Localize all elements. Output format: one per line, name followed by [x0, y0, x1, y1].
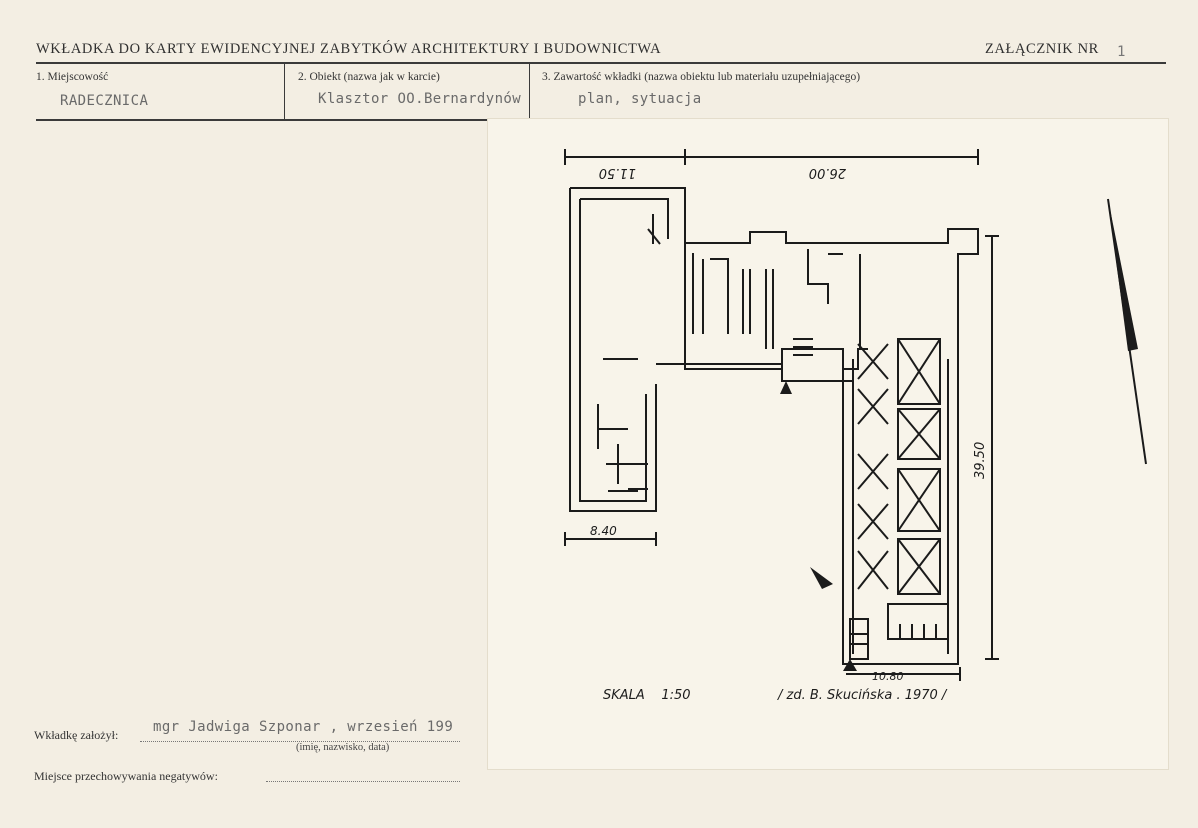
author-label: Wkładkę założył: [34, 728, 119, 742]
plan-scale: SKALA 1:50 [603, 688, 691, 703]
storage-label: Miejsce przechowywania negatywów: [34, 769, 218, 783]
field-divider [284, 64, 285, 119]
dim-bottom-left: 8.40 [590, 524, 617, 538]
contents-value: plan, sytuacja [578, 91, 702, 107]
field-divider [529, 64, 530, 119]
annex-label: ZAŁĄCZNIK NR [985, 41, 1099, 57]
card-title: WKŁADKA DO KARTY EWIDENCYJNEJ ZABYTKÓW A… [36, 41, 662, 57]
annex-number: 1 [1117, 44, 1126, 60]
author-dotted-line [140, 741, 460, 742]
dim-right: 39.50 [973, 442, 988, 479]
locality-value: RADECZNICA [60, 93, 149, 109]
dim-top-left: 11.50 [599, 165, 636, 180]
header-rule [36, 62, 1166, 64]
author-value: mgr Jadwiga Szponar , wrzesień 199 [153, 719, 454, 735]
dim-bottom-right: 10.80 [872, 670, 904, 683]
floor-plan-drawing: 11.50 26.00 39.50 8.40 10.80 SKALA 1:50 … [564, 149, 1147, 703]
object-label: 2. Obiekt (nazwa jak w karcie) [298, 71, 440, 83]
plan-author: / zd. B. Skucińska . 1970 / [777, 688, 948, 703]
fields-bottom-rule [36, 119, 488, 121]
floor-plan-sheet: 11.50 26.00 39.50 8.40 10.80 SKALA 1:50 … [488, 119, 1168, 769]
object-value: Klasztor OO.Bernardynów [318, 91, 522, 107]
storage-dotted-line [266, 781, 460, 782]
author-caption: (imię, nazwisko, data) [296, 742, 390, 753]
locality-label: 1. Miejscowość [36, 71, 109, 83]
dim-top-right: 26.00 [809, 165, 846, 180]
contents-label: 3. Zawartość wkładki (nazwa obiektu lub … [542, 71, 861, 83]
